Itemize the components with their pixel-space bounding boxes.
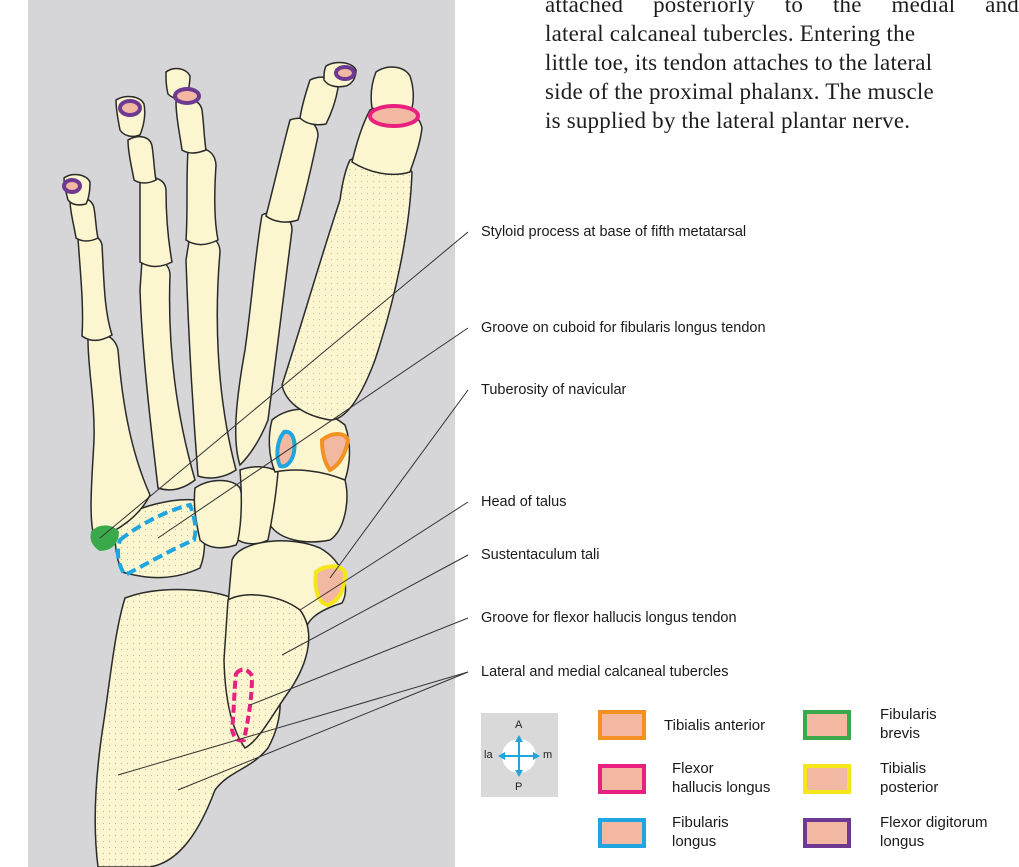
body-text-line: is supplied by the lateral plantar nerve… [545, 106, 1019, 135]
label-head-of-talus: Head of talus [481, 494, 566, 510]
compass-posterior-label: P [515, 781, 522, 793]
fibularis-longus-attachment [277, 432, 294, 467]
legend-label-tibialis-anterior: Tibialis anterior [664, 716, 765, 735]
label-sustentaculum-tali: Sustentaculum tali [481, 547, 599, 563]
legend-swatch-tibialis-posterior [803, 764, 851, 794]
body-text-line: little toe, its tendon attaches to the l… [545, 48, 1019, 77]
legend-swatch-flexor-digitorum-longus [803, 818, 851, 848]
body-text-line: lateral calcaneal tubercles. Entering th… [545, 19, 1019, 48]
label-calcaneal-tubercles: Lateral and medial calcaneal tubercles [481, 664, 728, 680]
compass-anterior-label: A [515, 719, 522, 731]
body-text-line: side of the proximal phalanx. The muscle [545, 77, 1019, 106]
body-text-line: attached posteriorly to the medial and [545, 0, 1019, 19]
legend-swatch-flexor-hallucis-longus [598, 764, 646, 794]
flexor-digitorum-longus-attachment-toe2 [336, 67, 354, 79]
flexor-digitorum-longus-attachment-toe3 [175, 89, 199, 103]
body-text: attached posteriorly to the medial and l… [545, 0, 1019, 135]
toe3-proximal-phalanx [186, 148, 218, 244]
lateral-cuneiform [194, 481, 243, 548]
legend-swatch-fibularis-longus [598, 818, 646, 848]
label-navicular-tuberosity: Tuberosity of navicular [481, 382, 626, 398]
compass-lateral-label: la [484, 749, 493, 761]
orientation-compass: A P la m [481, 713, 558, 797]
flexor-hallucis-longus-attachment [370, 106, 418, 126]
label-styloid-process: Styloid process at base of fifth metatar… [481, 224, 746, 240]
flexor-digitorum-longus-attachment-toe5 [64, 180, 80, 192]
label-cuboid-groove: Groove on cuboid for fibularis longus te… [481, 320, 766, 336]
compass-medial-label: m [543, 749, 552, 761]
flexor-digitorum-longus-attachment-toe4 [120, 101, 140, 115]
label-flexor-groove: Groove for flexor hallucis longus tendon [481, 610, 737, 626]
legend-swatch-tibialis-anterior [598, 710, 646, 740]
legend-swatch-fibularis-brevis [803, 710, 851, 740]
